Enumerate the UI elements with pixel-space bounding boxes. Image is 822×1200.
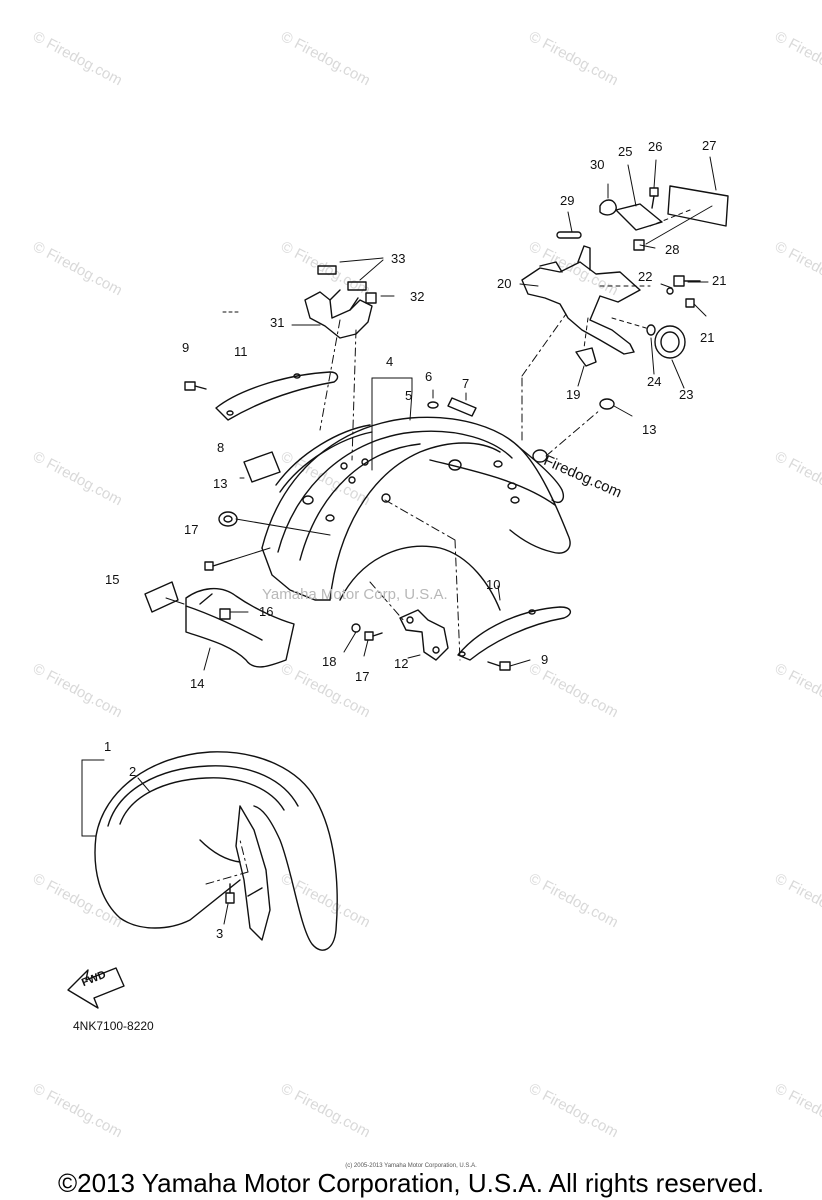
- callout-17: 17: [184, 522, 199, 537]
- nut-16: [219, 608, 231, 620]
- fender-guard-14: [185, 588, 295, 668]
- bolt-21-upper: [673, 275, 701, 287]
- diagram-code: 4NK7100-8220: [73, 1019, 154, 1033]
- bolt-9-left: [184, 381, 207, 391]
- side-rail-right: [457, 606, 571, 661]
- leader-lines: [81, 156, 717, 925]
- callout-19: 19: [566, 387, 581, 402]
- reflector-23: [654, 325, 686, 359]
- callout-17: 17: [355, 669, 370, 684]
- plate-27: [667, 185, 729, 227]
- pad-33-b: [347, 281, 367, 291]
- callout-27: 27: [702, 138, 717, 153]
- bolt-21-lower: [685, 298, 695, 308]
- callout-9: 9: [182, 340, 190, 355]
- grommet-13-right: [532, 398, 615, 463]
- pad-33-a: [317, 265, 337, 275]
- yamaha-mark: Yamaha Motor Corp, U.S.A.: [262, 586, 448, 603]
- washer-24: [646, 324, 656, 336]
- callout-6: 6: [425, 369, 433, 384]
- decal-7: [447, 397, 477, 417]
- callout-21: 21: [700, 330, 715, 345]
- callout-7: 7: [462, 376, 470, 391]
- callout-33: 33: [391, 251, 406, 266]
- cap-30: [599, 199, 617, 216]
- callout-12: 12: [394, 656, 409, 671]
- decal-15: [144, 581, 179, 613]
- collar-29: [556, 231, 582, 239]
- bolt-9-right: [487, 661, 511, 671]
- rear-fender: [261, 416, 571, 611]
- side-rail-left: [215, 371, 339, 421]
- callout-24: 24: [647, 374, 662, 389]
- callout-13: 13: [642, 422, 657, 437]
- callout-31: 31: [270, 315, 285, 330]
- callout-32: 32: [410, 289, 425, 304]
- callout-26: 26: [648, 139, 663, 154]
- callout-14: 14: [190, 676, 205, 691]
- fender-trim-strips: [275, 424, 373, 493]
- bolt-22: [666, 287, 674, 295]
- callout-1: 1: [104, 739, 112, 754]
- callout-3: 3: [216, 926, 224, 941]
- fwd-arrow: [67, 967, 125, 1009]
- callout-15: 15: [105, 572, 120, 587]
- callout-25: 25: [618, 144, 633, 159]
- callout-10: 10: [486, 577, 501, 592]
- callout-20: 20: [497, 276, 512, 291]
- fine-print: (c) 2005-2013 Yamaha Motor Corporation, …: [345, 1163, 477, 1169]
- grommet-13-left: [218, 511, 238, 527]
- callout-22: 22: [638, 269, 653, 284]
- nut-28: [633, 239, 645, 251]
- bolt-17-center: [364, 631, 383, 641]
- callout-18: 18: [322, 654, 337, 669]
- license-bracket-20: [521, 245, 641, 355]
- clip-19: [575, 347, 597, 367]
- callout-9: 9: [541, 652, 549, 667]
- washer-18: [351, 623, 361, 633]
- callout-28: 28: [665, 242, 680, 257]
- bolt-17-left: [204, 559, 233, 571]
- bolt-3: [225, 883, 235, 904]
- bolt-32: [365, 292, 377, 304]
- callout-21: 21: [712, 273, 727, 288]
- callout-2: 2: [129, 764, 137, 779]
- callout-5: 5: [405, 388, 413, 403]
- callout-29: 29: [560, 193, 575, 208]
- seat-bracket-31: [304, 289, 373, 339]
- bolt-26: [649, 187, 659, 209]
- callout-8: 8: [217, 440, 225, 455]
- callout-13: 13: [213, 476, 228, 491]
- front-fender: [94, 751, 338, 951]
- plate-25: [615, 203, 663, 231]
- callout-23: 23: [679, 387, 694, 402]
- callout-4: 4: [386, 354, 394, 369]
- callout-16: 16: [259, 604, 274, 619]
- decal-8: [243, 451, 281, 483]
- bracket-12: [399, 609, 449, 661]
- washer-6: [427, 401, 439, 409]
- copyright-notice: ©2013 Yamaha Motor Corporation, U.S.A. A…: [57, 1168, 765, 1198]
- callout-30: 30: [590, 157, 605, 172]
- callout-11: 11: [234, 344, 248, 359]
